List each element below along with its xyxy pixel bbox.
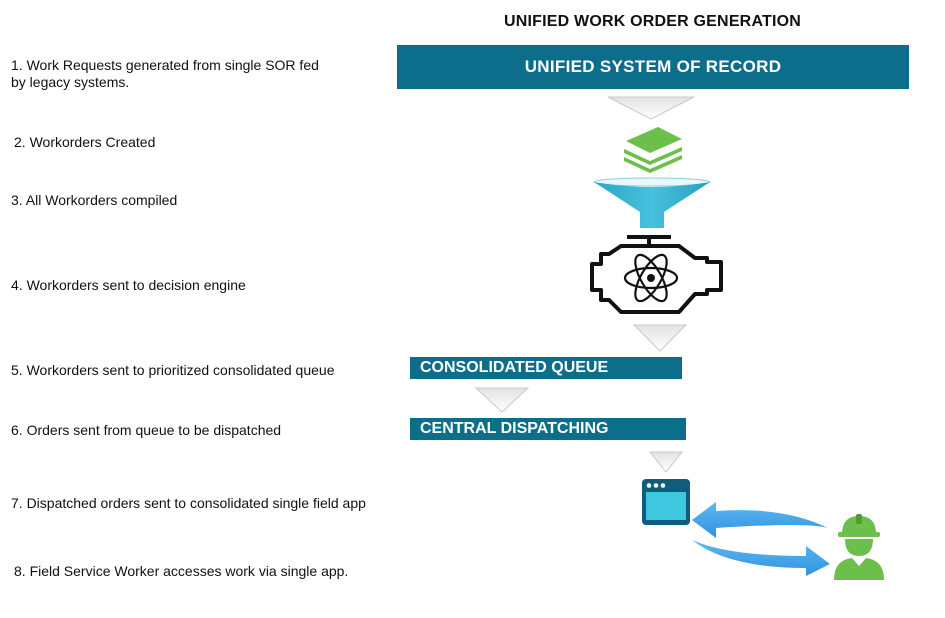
step-7-label: 7. Dispatched orders sent to consolidate… bbox=[11, 495, 366, 511]
step-5-label: 5. Workorders sent to prioritized consol… bbox=[11, 362, 335, 378]
central-dispatching-bar: CENTRAL DISPATCHING bbox=[410, 418, 686, 440]
engine-atom-icon bbox=[590, 235, 723, 314]
step-1-label: 1. Work Requests generated from single S… bbox=[11, 57, 319, 90]
down-triangle-arrow-icon bbox=[648, 451, 684, 473]
app-window-icon bbox=[642, 479, 690, 525]
funnel-icon bbox=[593, 177, 711, 228]
step-8-label: 8. Field Service Worker accesses work vi… bbox=[14, 563, 349, 579]
step-2-label: 2. Workorders Created bbox=[14, 134, 156, 150]
down-triangle-arrow-icon bbox=[632, 324, 688, 352]
sync-arrows-icon bbox=[692, 502, 830, 576]
down-triangle-arrow-icon bbox=[474, 387, 530, 413]
step-4-label: 4. Workorders sent to decision engine bbox=[11, 277, 246, 293]
down-triangle-arrow-icon bbox=[607, 96, 695, 120]
consolidated-queue-bar: CONSOLIDATED QUEUE bbox=[410, 357, 682, 379]
step-3-label: 3. All Workorders compiled bbox=[11, 192, 178, 208]
diagram-title: UNIFIED WORK ORDER GENERATION bbox=[503, 13, 802, 30]
stacked-layers-icon bbox=[624, 127, 682, 173]
step-6-label: 6. Orders sent from queue to be dispatch… bbox=[11, 422, 282, 438]
unified-system-of-record-bar: UNIFIED SYSTEM OF RECORD bbox=[397, 45, 909, 89]
field-worker-hardhat-icon bbox=[834, 514, 884, 580]
